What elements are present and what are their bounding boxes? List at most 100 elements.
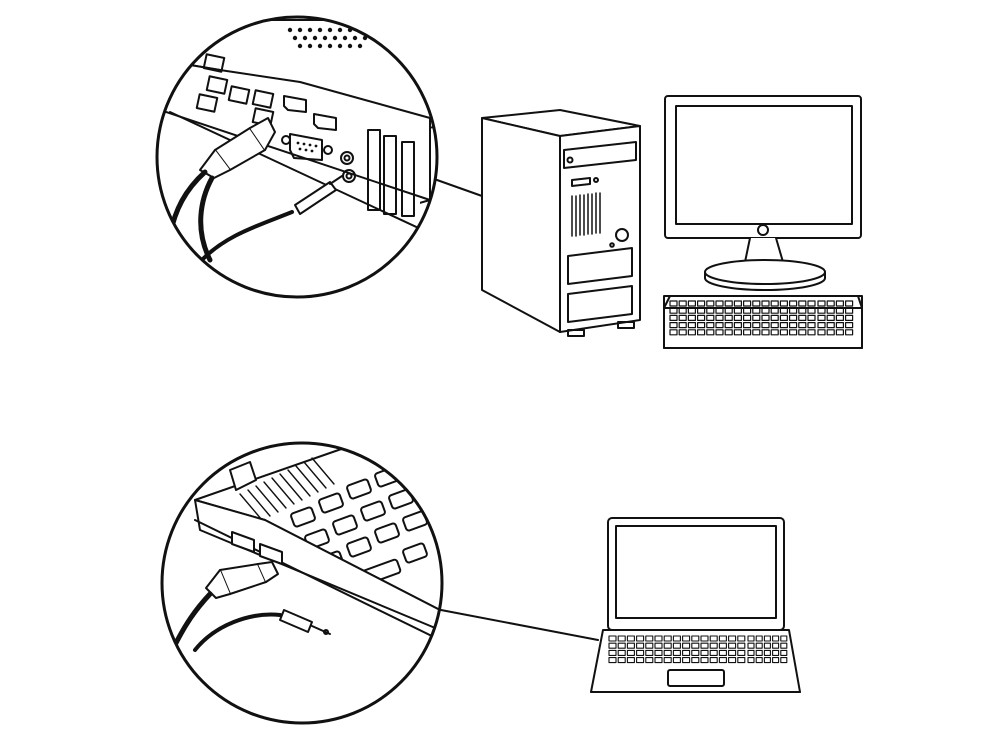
zoom-circle-icon <box>160 441 444 725</box>
laptop-key <box>626 642 635 649</box>
laptop-key <box>663 649 672 656</box>
laptop-key <box>691 657 700 664</box>
laptop-key <box>682 635 691 642</box>
laptop-key <box>682 642 691 649</box>
laptop-key <box>682 657 691 664</box>
zoom-circle-icon <box>155 15 439 299</box>
laptop-key <box>645 657 654 664</box>
keyboard-key <box>669 314 678 321</box>
laptop-key <box>737 635 746 642</box>
keyboard-key <box>826 322 835 329</box>
keyboard-key <box>678 322 687 329</box>
keyboard-key <box>779 314 789 321</box>
laptop-key <box>718 657 727 664</box>
keyboard-key <box>844 322 854 329</box>
laptop-key <box>636 635 645 642</box>
keyboard-key <box>817 329 826 336</box>
keyboard-key <box>835 329 845 336</box>
keyboard-key <box>844 329 854 336</box>
keyboard-key <box>715 322 724 329</box>
keyboard-key <box>696 307 706 314</box>
keyboard-key <box>826 300 835 307</box>
keyboard-key <box>742 322 752 329</box>
laptop-key <box>772 657 780 664</box>
laptop-key <box>780 657 788 664</box>
laptop-key <box>755 642 763 649</box>
laptop-key <box>718 635 727 642</box>
keyboard-key <box>752 329 761 336</box>
keyboard-key <box>733 307 743 314</box>
keyboard-key <box>752 307 761 314</box>
keyboard-key <box>733 322 743 329</box>
keyboard-key <box>835 314 845 321</box>
keyboard-key <box>788 329 798 336</box>
laptop-key <box>763 649 771 656</box>
keyboard-key <box>678 329 687 336</box>
keyboard-key <box>669 322 678 329</box>
laptop-key <box>645 642 654 649</box>
laptop-key <box>608 635 617 642</box>
laptop-key <box>636 657 645 664</box>
audio-port-icon <box>340 151 356 183</box>
keyboard-key <box>669 329 678 336</box>
keyboard-key <box>826 314 835 321</box>
keyboard-key <box>724 307 733 314</box>
keyboard-key <box>761 300 770 307</box>
laptop-key <box>608 642 617 649</box>
keyboard-icon <box>663 295 863 349</box>
keyboard-key <box>779 322 789 329</box>
laptop-key <box>663 642 672 649</box>
keyboard-key <box>706 322 715 329</box>
callout-line <box>440 609 599 641</box>
laptop-key <box>763 635 771 642</box>
laptop-key <box>608 649 617 656</box>
keyboard-key <box>807 300 816 307</box>
keyboard-key <box>835 300 845 307</box>
keyboard-key <box>817 307 826 314</box>
keyboard-key <box>788 322 798 329</box>
keyboard-key <box>817 322 826 329</box>
laptop-key <box>728 649 737 656</box>
keyboard-key <box>807 329 816 336</box>
laptop-key <box>654 642 663 649</box>
laptop-key <box>691 635 700 642</box>
keyboard-key <box>844 314 854 321</box>
keyboard-key <box>706 300 715 307</box>
keyboard-key <box>706 314 715 321</box>
keyboard-key <box>696 300 706 307</box>
keyboard-key <box>687 300 697 307</box>
keyboard-key <box>715 329 724 336</box>
keyboard-key <box>770 314 779 321</box>
keyboard-key <box>696 329 706 336</box>
keyboard-key <box>724 329 733 336</box>
keyboard-key <box>752 322 761 329</box>
keyboard-key <box>715 300 724 307</box>
laptop-key <box>700 657 709 664</box>
laptop-key <box>691 642 700 649</box>
laptop-key <box>709 642 718 649</box>
laptop-key <box>663 657 672 664</box>
keyboard-key <box>835 307 845 314</box>
laptop-key <box>672 649 681 656</box>
keyboard-key <box>817 300 826 307</box>
keyboard-key <box>761 314 770 321</box>
laptop-key <box>755 649 763 656</box>
laptop-key <box>636 642 645 649</box>
keyboard-key <box>687 322 697 329</box>
keyboard-key <box>761 322 770 329</box>
laptop-key <box>763 657 771 664</box>
keyboard-key <box>733 314 743 321</box>
keyboard-key <box>687 314 697 321</box>
keyboard-key <box>761 307 770 314</box>
keyboard-key <box>706 307 715 314</box>
laptop-key <box>626 657 635 664</box>
laptop-key <box>755 657 763 664</box>
laptop-key <box>728 635 737 642</box>
keyboard-key <box>742 329 752 336</box>
keyboard-key <box>844 300 854 307</box>
keyboard-key <box>678 314 687 321</box>
keyboard-key <box>770 307 779 314</box>
usb-port-icon <box>195 53 275 127</box>
keyboard-key <box>807 307 816 314</box>
